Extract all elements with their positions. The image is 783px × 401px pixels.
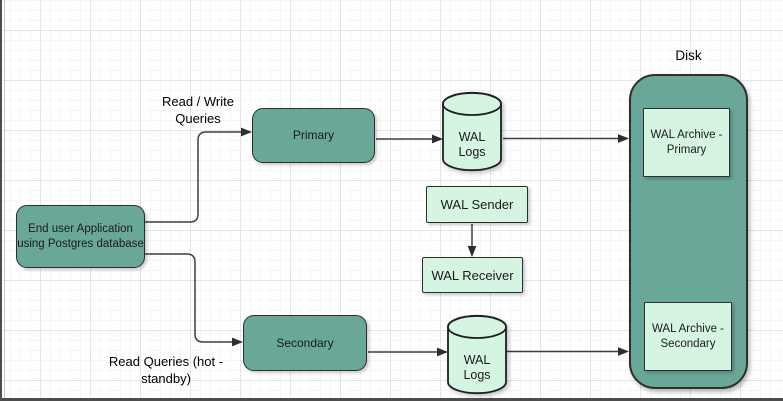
canvas-left-edge (0, 0, 2, 401)
cylinder-wal-logs-primary[interactable]: WAL Logs (441, 91, 503, 173)
arrowhead-icon (437, 347, 448, 357)
node-secondary[interactable]: Secondary (243, 315, 367, 371)
arrowhead-icon (618, 347, 629, 356)
node-label-line: Secondary (660, 337, 716, 350)
node-wal-archive-secondary[interactable]: WAL Archive - Secondary (644, 302, 732, 371)
node-label: WAL Sender (440, 197, 514, 212)
node-wal-receiver[interactable]: WAL Receiver (422, 257, 523, 293)
node-label-line: using Postgres database (17, 237, 144, 250)
arrowhead-icon (232, 337, 243, 347)
edge-label-line: Read / Write (161, 94, 234, 109)
cylinder-wal-logs-secondary[interactable]: WAL Logs (446, 314, 508, 396)
node-label-line: End user Application (28, 222, 133, 235)
node-label: WAL Receiver (431, 267, 514, 283)
arrowhead-icon (432, 134, 443, 144)
edge-label-read-write-queries: Read / Write Queries (147, 93, 249, 127)
node-wal-sender[interactable]: WAL Sender (426, 186, 528, 223)
node-wal-archive-primary[interactable]: WAL Archive - Primary (643, 108, 730, 177)
edge-label-line: Read Queries (hot - (108, 354, 224, 369)
node-label-line: WAL Archive - (650, 128, 723, 141)
node-primary[interactable]: Primary (252, 108, 375, 163)
edge-label-line: Queries (175, 111, 221, 126)
canvas-left-edge-inner (4, 0, 5, 401)
node-label-line: WAL Archive - (652, 322, 724, 335)
node-label: Primary (292, 128, 335, 142)
disk-label: Disk (675, 48, 702, 63)
edge-label-line: standby) (141, 371, 191, 386)
cylinder-label-line: Logs (463, 368, 490, 382)
edge-enduser-to-secondary[interactable] (145, 253, 232, 343)
cylinder-label-line: WAL (459, 130, 486, 144)
cylinder-label-line: WAL (464, 353, 491, 367)
cylinder-label-line: Logs (458, 145, 485, 159)
node-label: Secondary (276, 335, 334, 350)
arrowhead-icon (467, 246, 477, 257)
arrowhead-icon (241, 127, 252, 137)
edge-label-read-queries-hot-standby: Read Queries (hot - standby) (103, 353, 229, 387)
arrowhead-icon (618, 134, 629, 143)
node-label-line: Primary (666, 143, 707, 156)
node-end-user-application[interactable]: End user Application using Postgres data… (16, 205, 145, 268)
canvas-bottom-edge (0, 398, 783, 401)
edge-enduser-to-primary[interactable] (145, 131, 241, 223)
